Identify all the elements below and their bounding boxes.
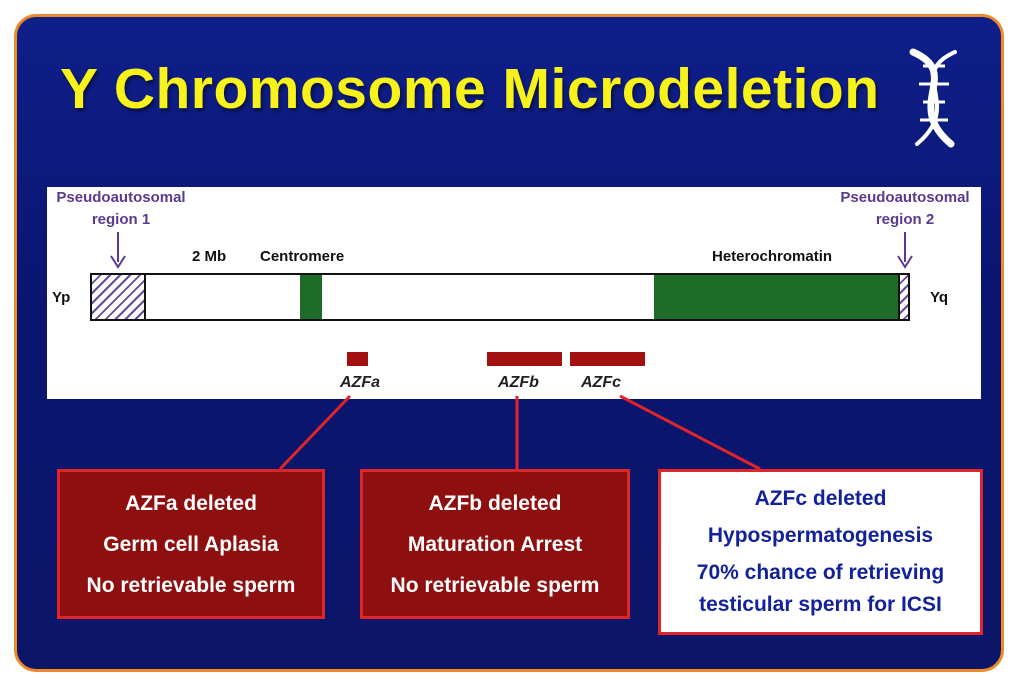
azfb-box-line1: AZFb deleted <box>428 492 562 515</box>
centromere-label: Centromere <box>260 248 345 265</box>
azfa-box-line3: No retrievable sperm <box>86 574 296 597</box>
chromosome-bar <box>90 273 910 321</box>
heterochromatin-label: Heterochromatin <box>712 248 833 265</box>
size-label: 2 Mb <box>192 248 227 265</box>
azfc-label: AZFc <box>581 374 621 391</box>
azfc-box-line1: AZFc deleted <box>754 487 887 510</box>
azfc-box-line4: testicular sperm for ICSI <box>699 593 942 616</box>
azfc-box: AZFc deleted Hypospermatogenesis 70% cha… <box>658 469 983 635</box>
pseudo-region-1-segment <box>92 275 146 319</box>
yp-label: Yp <box>52 289 71 306</box>
azfa-box: AZFa deleted Germ cell Aplasia No retrie… <box>57 469 325 619</box>
pseudo-2-line2: region 2 <box>875 211 935 228</box>
centromere-segment <box>300 275 322 319</box>
heterochromatin-segment <box>654 275 898 319</box>
pseudo-1-line1: Pseudoautosomal <box>56 189 186 206</box>
azfc-box-line3: 70% chance of retrieving <box>696 561 945 584</box>
pseudo-region-2-segment <box>898 275 908 319</box>
slide-title: Y Chromosome Microdeletion <box>60 57 880 121</box>
pseudo-region-2-label: Pseudoautosomal region 2 <box>830 187 980 231</box>
azfc-connector <box>619 394 761 471</box>
azfb-box-line3: No retrievable sperm <box>390 574 600 597</box>
yq-label: Yq <box>930 289 949 306</box>
dna-helix-icon <box>909 48 957 148</box>
azfa-label: AZFa <box>340 374 380 391</box>
azfa-connector <box>278 394 352 471</box>
pseudo-2-line1: Pseudoautosomal <box>840 189 970 206</box>
azfa-deletion-marker <box>347 352 368 366</box>
azfb-box: AZFb deleted Maturation Arrest No retrie… <box>360 469 630 619</box>
azfb-label: AZFb <box>498 374 539 391</box>
azfa-box-line2: Germ cell Aplasia <box>103 533 279 556</box>
azfc-box-line2: Hypospermatogenesis <box>707 524 934 547</box>
pseudo-1-line2: region 1 <box>91 211 151 228</box>
azfb-deletion-marker <box>487 352 562 366</box>
azfb-box-line2: Maturation Arrest <box>407 533 583 556</box>
pseudo-region-1-label: Pseudoautosomal region 1 <box>46 187 196 231</box>
azfa-box-line1: AZFa deleted <box>125 492 257 515</box>
azfc-deletion-marker <box>570 352 645 366</box>
